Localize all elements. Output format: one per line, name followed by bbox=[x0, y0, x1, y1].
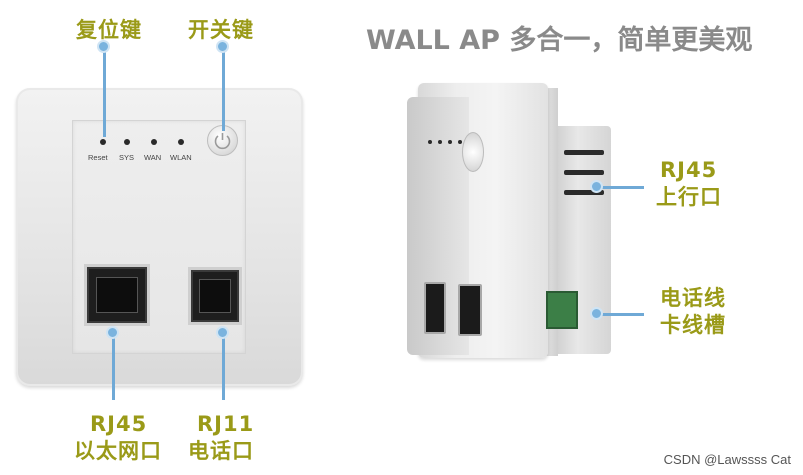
page-title: WALL AP 多合一，简单更美观 bbox=[366, 25, 753, 56]
callout-dot-phone-slot bbox=[590, 307, 603, 320]
side-led bbox=[438, 140, 442, 144]
side-power-button bbox=[462, 132, 484, 172]
led-label-sys: SYS bbox=[119, 153, 135, 162]
callout-uplink-line2: 上行口 bbox=[656, 185, 722, 209]
vent-slot bbox=[564, 190, 604, 195]
callout-ethernet-line2: 以太网口 bbox=[74, 439, 162, 463]
vent-slot bbox=[564, 150, 604, 155]
rj11-phone-port bbox=[188, 267, 242, 325]
side-rj45-port bbox=[424, 282, 446, 334]
side-rj11-port bbox=[458, 284, 482, 336]
callout-line-ethernet bbox=[112, 330, 115, 400]
callout-phone-port-line2: 电话口 bbox=[188, 439, 254, 463]
callout-dot-uplink bbox=[590, 180, 603, 193]
callout-line-uplink bbox=[596, 186, 644, 189]
reset-led bbox=[100, 139, 106, 145]
callout-line-reset bbox=[103, 49, 106, 137]
callout-power: 开关键 bbox=[188, 18, 254, 42]
callout-line-phone-slot bbox=[596, 313, 644, 316]
side-led bbox=[428, 140, 432, 144]
callout-dot-phone-port bbox=[216, 326, 229, 339]
sys-led bbox=[124, 139, 130, 145]
phone-wire-slot bbox=[546, 291, 578, 329]
callout-line-phone-port bbox=[222, 330, 225, 400]
wlan-led bbox=[178, 139, 184, 145]
vent-slot bbox=[564, 170, 604, 175]
watermark: CSDN @Lawssss Cat bbox=[663, 452, 791, 467]
side-led bbox=[458, 140, 462, 144]
rj45-ethernet-port bbox=[84, 264, 150, 326]
led-label-reset: Reset bbox=[88, 153, 108, 162]
callout-phone-slot-line2: 卡线槽 bbox=[660, 313, 726, 337]
callout-dot-reset bbox=[97, 40, 110, 53]
callout-phone-port-line1: RJ11 bbox=[197, 412, 255, 436]
callout-dot-power bbox=[216, 40, 229, 53]
power-icon bbox=[214, 133, 231, 150]
led-label-wlan: WLAN bbox=[170, 153, 192, 162]
callout-dot-ethernet bbox=[106, 326, 119, 339]
callout-phone-slot-line1: 电话线 bbox=[660, 286, 726, 310]
callout-line-power bbox=[222, 49, 225, 131]
callout-reset: 复位键 bbox=[76, 18, 142, 42]
side-led bbox=[448, 140, 452, 144]
led-label-wan: WAN bbox=[144, 153, 162, 162]
callout-uplink-line1: RJ45 bbox=[660, 158, 718, 182]
callout-ethernet-line1: RJ45 bbox=[90, 412, 148, 436]
wan-led bbox=[151, 139, 157, 145]
